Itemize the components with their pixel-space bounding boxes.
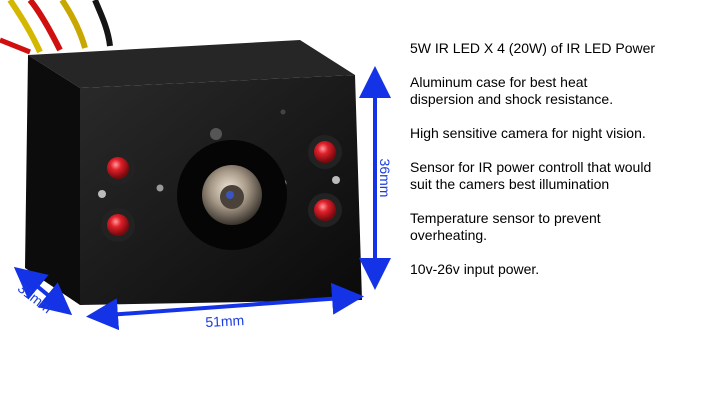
width-label: 51mm bbox=[205, 312, 245, 330]
feature-text: 10v-26v input power. bbox=[410, 261, 540, 277]
dimension-width: 51mm bbox=[86, 282, 364, 331]
screw-icon bbox=[156, 184, 164, 192]
cable-bundle bbox=[0, 0, 113, 55]
screw-icon bbox=[332, 176, 340, 184]
feature-item: High sensitive camera for night vision. bbox=[410, 125, 705, 142]
feature-item: Temperature sensor to prevent overheatin… bbox=[410, 210, 705, 244]
ir-led-icon bbox=[314, 141, 336, 163]
ir-led-icon bbox=[314, 199, 336, 221]
ir-led-icon bbox=[107, 214, 129, 236]
feature-text: dispersion and shock resistance. bbox=[410, 91, 614, 107]
feature-text: suit the camers best illumination bbox=[410, 176, 610, 192]
feature-text: Aluminum case for best heat bbox=[410, 74, 588, 90]
feature-text: High sensitive camera for night vision. bbox=[410, 125, 646, 141]
height-label: 36mm bbox=[377, 159, 393, 198]
screw-icon bbox=[98, 190, 106, 198]
feature-text: Sensor for IR power controll that would bbox=[410, 159, 652, 175]
dimension-height: 36mm bbox=[359, 66, 393, 290]
feature-item: 10v-26v input power. bbox=[410, 261, 705, 278]
feature-text: 5W IR LED X 4 (20W) of IR LED Power bbox=[410, 40, 656, 56]
sensor-hole bbox=[280, 109, 286, 115]
feature-item: Sensor for IR power controll that would … bbox=[410, 159, 705, 193]
camera-lens bbox=[177, 140, 287, 250]
case-side-face bbox=[25, 55, 80, 305]
feature-item: 5W IR LED X 4 (20W) of IR LED Power bbox=[410, 40, 705, 57]
case-top-face bbox=[28, 40, 355, 88]
ir-led-icon bbox=[107, 157, 129, 179]
feature-text: overheating. bbox=[410, 227, 488, 243]
feature-text: Temperature sensor to prevent bbox=[410, 210, 601, 226]
feature-list: 5W IR LED X 4 (20W) of IR LED Power Alum… bbox=[410, 40, 705, 295]
screw-icon bbox=[210, 128, 222, 140]
feature-item: Aluminum case for best heat dispersion a… bbox=[410, 74, 705, 108]
ir-leds bbox=[101, 135, 342, 242]
camera-illustration: 36mm 51mm 31mm bbox=[0, 0, 393, 331]
